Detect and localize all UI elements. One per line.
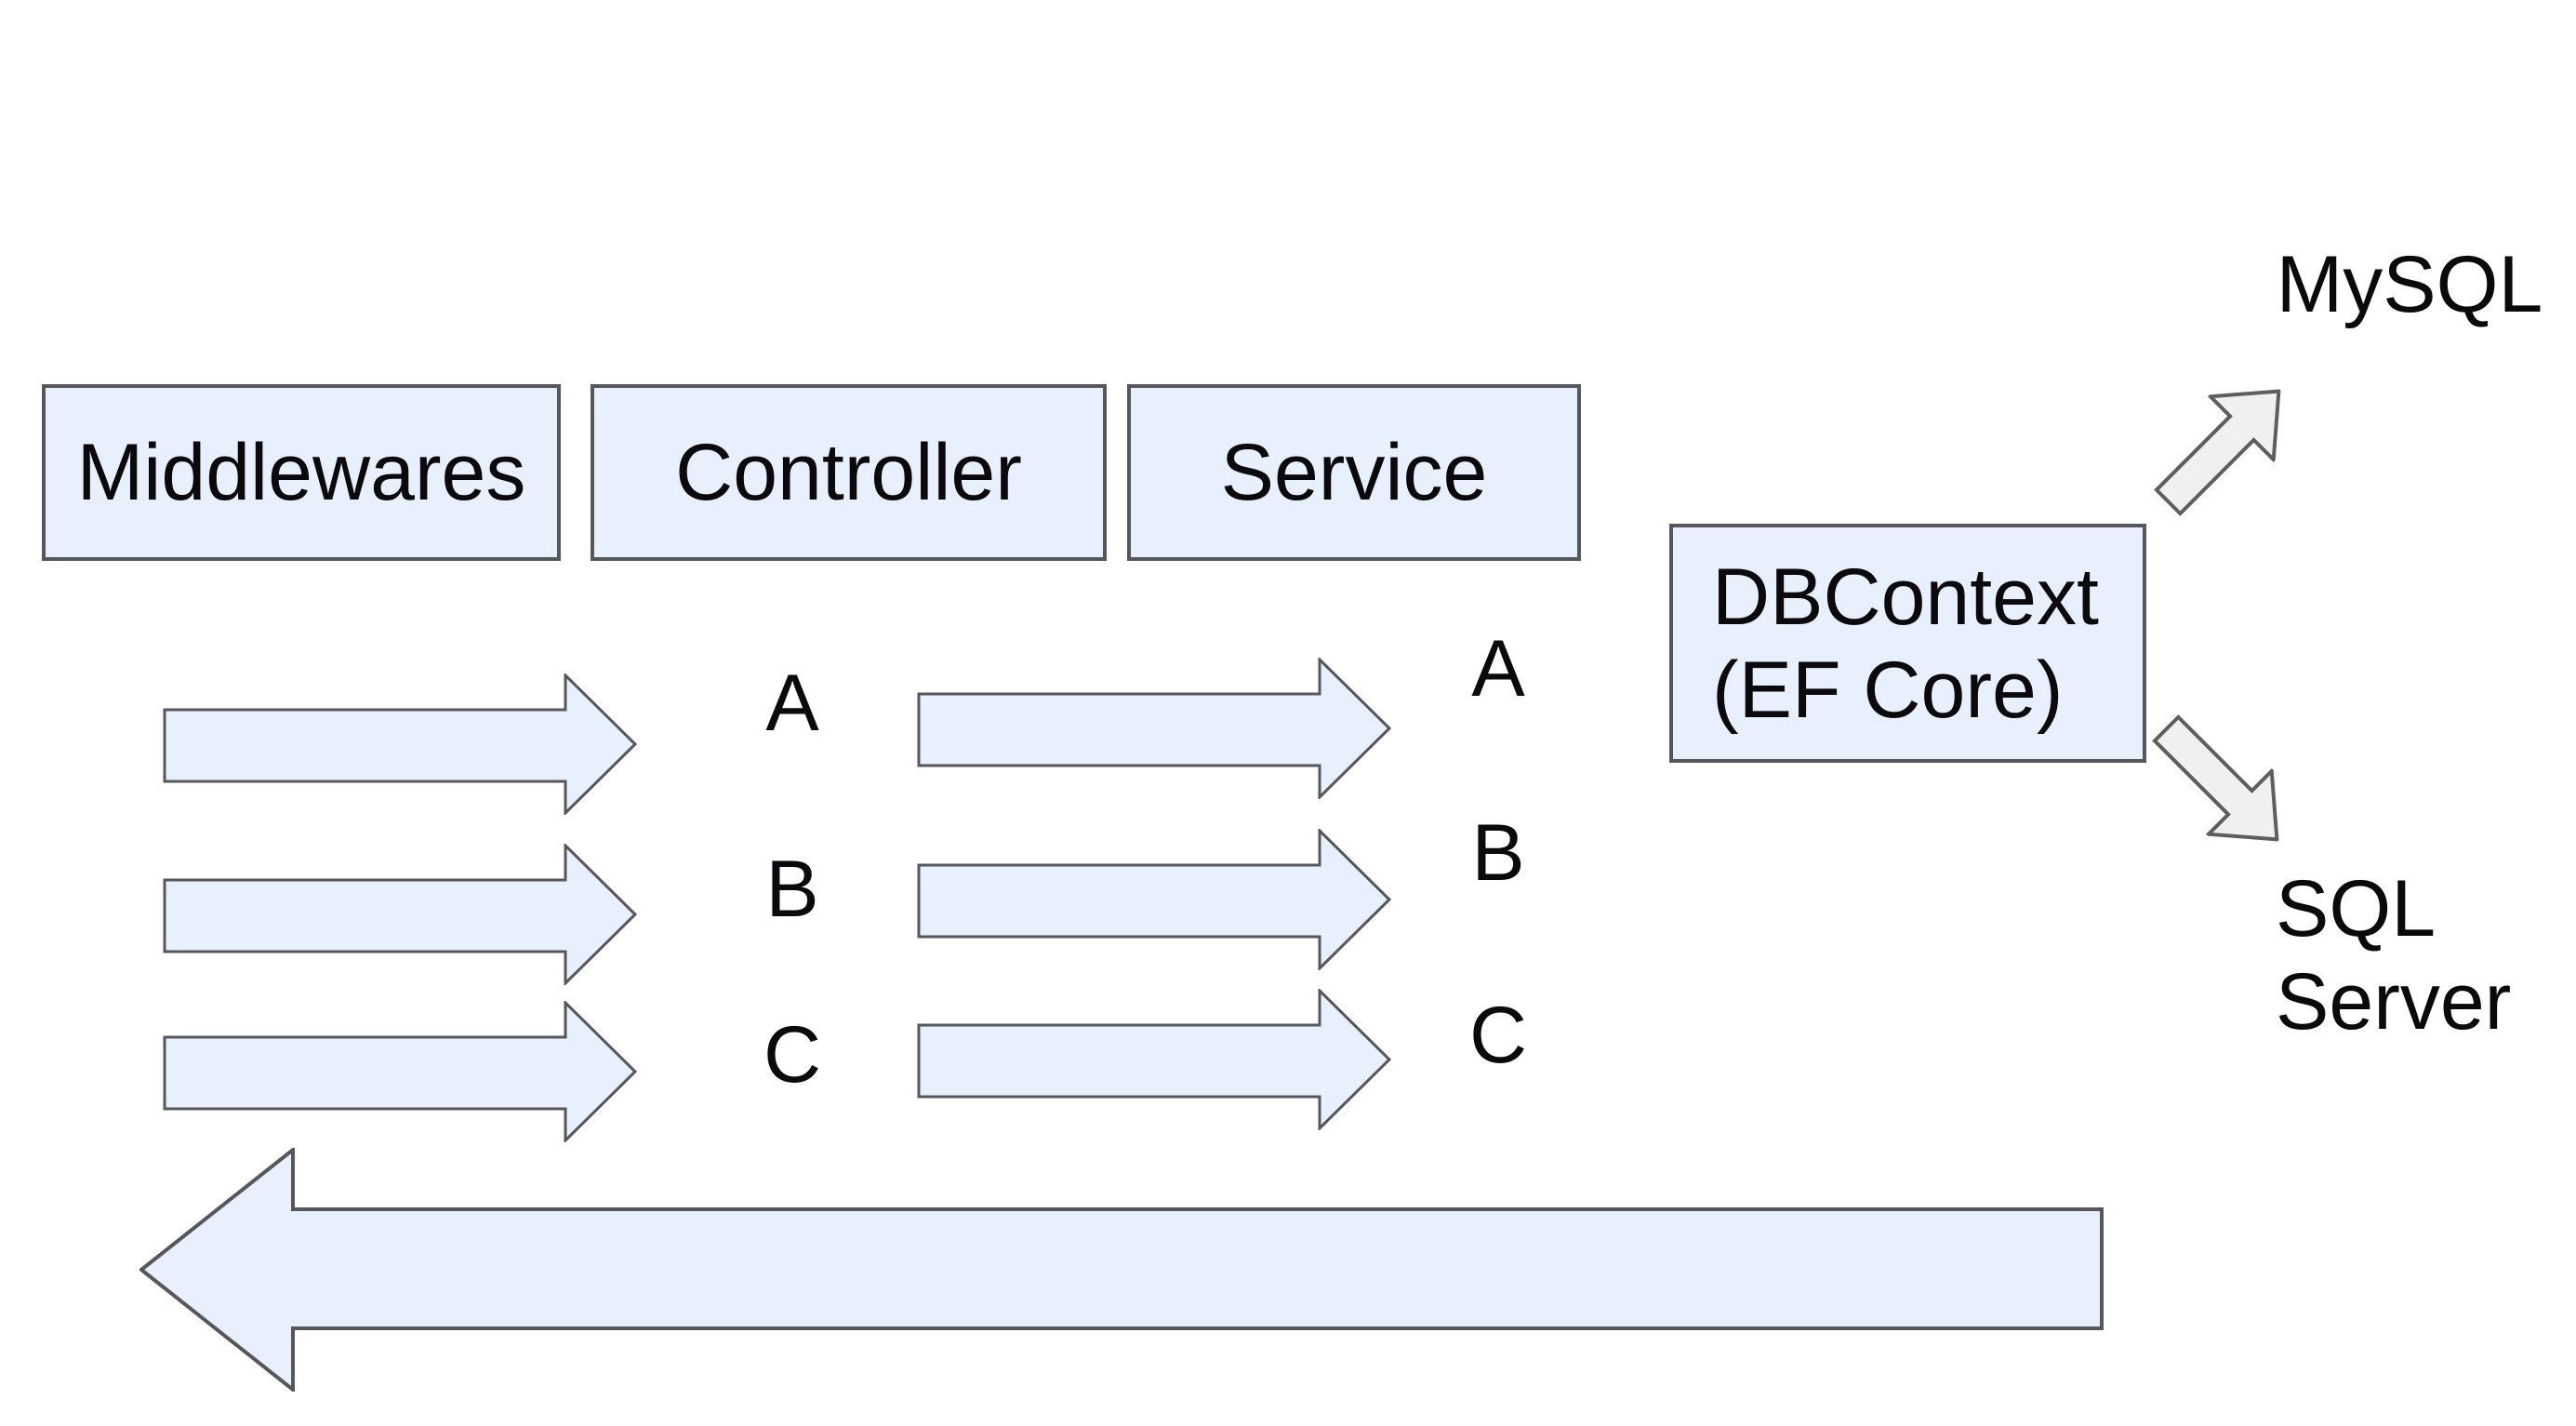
box-middlewares-label: Middlewares: [76, 428, 526, 517]
box-dbcontext-label-line1: DBContext: [1712, 552, 2099, 642]
stage1-request-arrow-a-shape: [163, 673, 637, 815]
sqlserver-label-line1: SQL: [2276, 864, 2437, 953]
box-middlewares: Middlewares: [42, 384, 561, 561]
box-dbcontext: DBContext (EF Core): [1669, 524, 2146, 763]
mysql-label: MySQL: [2276, 240, 2543, 329]
stage2-request-arrow-b: [917, 829, 1391, 970]
dbcontext-to-mysql-arrow: [2154, 389, 2281, 516]
response-arrow: [139, 1148, 2104, 1392]
box-controller-label: Controller: [675, 428, 1022, 517]
dbcontext-to-mysql-arrow-shape: [2154, 389, 2281, 516]
stage1-label-c: C: [763, 1010, 822, 1099]
stage2-request-arrow-c: [917, 989, 1391, 1130]
stage1-request-arrow-a: [163, 673, 637, 815]
stage2-label-a: A: [1471, 624, 1525, 713]
stage1-label-a: A: [765, 659, 819, 748]
dbcontext-to-sqlserver-arrow: [2152, 714, 2279, 842]
dbcontext-to-sqlserver-arrow-shape: [2152, 714, 2279, 842]
sqlserver-label: SQL Server: [2276, 862, 2511, 1048]
stage1-request-arrow-b-shape: [163, 844, 637, 985]
box-service: Service: [1127, 384, 1581, 561]
stage1-label-b: B: [765, 845, 819, 934]
response-arrow-shape: [139, 1148, 2104, 1392]
box-controller: Controller: [591, 384, 1107, 561]
sqlserver-label-line2: Server: [2276, 957, 2512, 1046]
stage2-label-c: C: [1468, 991, 1528, 1080]
box-service-label: Service: [1220, 428, 1488, 517]
stage2-request-arrow-c-shape: [917, 989, 1391, 1130]
stage2-request-arrow-b-shape: [917, 829, 1391, 970]
stage1-request-arrow-c-shape: [163, 1001, 637, 1142]
stage2-request-arrow-a: [917, 658, 1391, 799]
stage2-request-arrow-a-shape: [917, 658, 1391, 799]
stage1-request-arrow-c: [163, 1001, 637, 1142]
stage1-request-arrow-b: [163, 844, 637, 985]
stage2-label-b: B: [1471, 808, 1525, 898]
box-dbcontext-label-line2: (EF Core): [1712, 645, 2064, 735]
